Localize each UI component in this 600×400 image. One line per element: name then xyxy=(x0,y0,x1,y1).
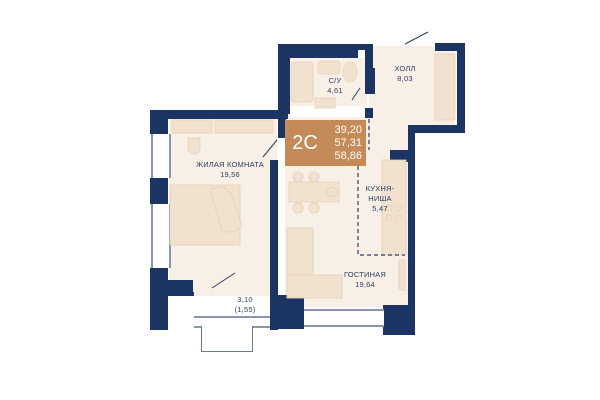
room-name: ХОЛЛ xyxy=(394,64,416,73)
apartment-areas: 39,20 57,31 58,86 xyxy=(323,124,366,163)
wall xyxy=(413,125,465,133)
door-bedroom xyxy=(262,139,278,158)
wall xyxy=(365,68,375,94)
room-area: 19,56 xyxy=(220,170,240,179)
wall xyxy=(390,150,408,162)
door-bathroom xyxy=(351,87,361,101)
room-area: 19,64 xyxy=(355,280,375,289)
room-name: НИША xyxy=(368,194,392,203)
living-area: 39,20 xyxy=(334,123,362,136)
room-label-bedroom: ЖИЛАЯ КОМНАТА 19,56 xyxy=(180,160,280,180)
window-living-bottom xyxy=(304,309,384,327)
chair-icon xyxy=(308,171,320,183)
room-area: 4,61 xyxy=(327,86,343,95)
room-label-hall: ХОЛЛ 8,03 xyxy=(385,64,425,84)
door-entrance xyxy=(404,31,429,45)
shelves-icon xyxy=(214,119,274,134)
room-label-bathroom: С/У 4,61 xyxy=(315,76,355,96)
chair-icon xyxy=(292,171,304,183)
room-name: ЖИЛАЯ КОМНАТА xyxy=(196,160,264,169)
wall xyxy=(278,44,290,114)
balcony-floor xyxy=(168,296,270,316)
desk-icon xyxy=(171,119,213,134)
room-label-balcony: 3,10 (1,55) xyxy=(225,295,265,315)
chair-icon xyxy=(308,202,320,214)
apartment-badge: 2С 39,20 57,31 58,86 xyxy=(285,120,366,166)
bathtub-icon xyxy=(290,61,314,103)
room-name: КУХНЯ- xyxy=(365,184,395,193)
room-label-living: ГОСТИНАЯ 19,64 xyxy=(330,270,400,290)
wall xyxy=(408,125,415,335)
total-area: 57,31 xyxy=(334,136,362,149)
wall xyxy=(435,43,465,51)
room-label-kitchen: КУХНЯ- НИША 5,47 xyxy=(350,184,410,214)
chair-icon xyxy=(292,202,304,214)
room-area: 3,10 xyxy=(237,295,253,304)
wall xyxy=(270,295,304,329)
wall xyxy=(278,44,358,58)
tv-stand-icon xyxy=(398,259,406,291)
blanket-icon xyxy=(209,186,243,233)
total-area-with-balcony: 58,86 xyxy=(334,149,362,162)
room-area: 8,03 xyxy=(397,74,413,83)
window-bedroom-left xyxy=(151,134,171,178)
room-name: С/У xyxy=(328,76,342,85)
wall xyxy=(278,114,286,138)
sofa-section-icon xyxy=(286,274,343,299)
balcony-outline xyxy=(201,326,253,352)
wall xyxy=(270,160,278,330)
sink-icon xyxy=(317,60,341,75)
kitchen-boundary xyxy=(357,152,405,256)
wall xyxy=(457,43,465,133)
wall xyxy=(150,110,168,134)
wardrobe-icon xyxy=(434,53,456,121)
chair-icon xyxy=(187,137,201,155)
door-balcony xyxy=(211,272,236,289)
wall xyxy=(150,110,288,119)
wall xyxy=(356,44,370,50)
room-area-reduced: (1,55) xyxy=(234,305,256,314)
apartment-type: 2С xyxy=(292,131,318,154)
wall xyxy=(383,305,415,335)
room-area: 5,47 xyxy=(372,204,388,213)
washer-icon xyxy=(314,97,336,109)
chair-icon xyxy=(326,186,338,198)
toilet-icon xyxy=(342,61,358,83)
wall xyxy=(150,178,168,204)
room-name: ГОСТИНАЯ xyxy=(343,270,387,279)
